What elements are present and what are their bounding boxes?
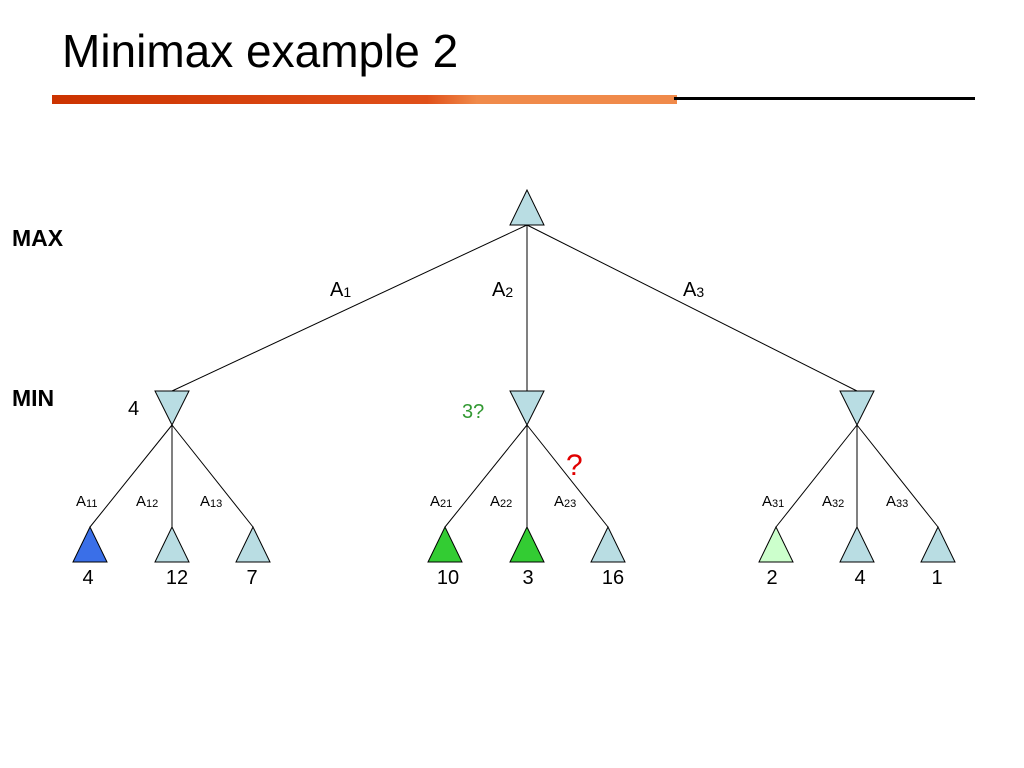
leaf-value-7: 2 [766, 567, 777, 589]
slide-title: Minimax example 2 [62, 25, 459, 77]
edge-root-min3 [526, 224, 858, 392]
max-node [509, 188, 545, 226]
edge-min3-leaf3 [856, 424, 939, 528]
move-label-a11: A11 [76, 493, 97, 510]
leaf-node-2 [154, 525, 190, 563]
edge-root-min1 [171, 224, 528, 392]
min-node-2-value: 3? [462, 401, 484, 423]
leaf-node-1 [72, 525, 108, 563]
leaf-node-8 [839, 525, 875, 563]
edge-min1-leaf1 [89, 424, 173, 528]
min-node-3 [839, 390, 875, 427]
leaf-value-3: 7 [246, 567, 257, 589]
move-label-a2: A2 [492, 279, 513, 301]
move-label-a3: A3 [683, 279, 704, 301]
min-node-1-value: 4 [128, 398, 139, 420]
leaf-node-5 [509, 525, 545, 563]
move-label-a31: A31 [762, 493, 784, 510]
title-rule-black [674, 97, 975, 100]
leaf-value-2: 12 [166, 567, 188, 589]
leaf-value-6: 16 [602, 567, 624, 589]
leaf-value-5: 3 [522, 567, 533, 589]
edge-min2-leaf3 [526, 424, 609, 528]
move-label-a32: A32 [822, 493, 844, 510]
min-node-2-question: ? [566, 449, 583, 482]
min-level-label: MIN [12, 385, 54, 411]
leaf-node-9 [920, 525, 956, 563]
leaf-node-3 [235, 525, 271, 563]
min-node-2 [509, 390, 545, 427]
leaf-node-6 [590, 525, 626, 563]
leaf-value-1: 4 [82, 567, 93, 589]
leaf-value-9: 1 [931, 567, 942, 589]
max-level-label: MAX [12, 225, 64, 251]
edge-min2-leaf1 [444, 424, 528, 528]
title-rule [52, 95, 975, 104]
edge-min1-leaf3 [171, 424, 254, 528]
leaf-node-4 [427, 525, 463, 563]
move-label-a13: A13 [200, 493, 222, 510]
leaf-move-labels: A11 A12 A13 A21 A22 A23 A31 A32 A33 [76, 493, 908, 510]
leaf-node-7 [758, 525, 794, 563]
leaf-value-4: 10 [437, 567, 459, 589]
min-node-1 [154, 390, 190, 427]
move-label-a21: A21 [430, 493, 452, 510]
move-label-a23: A23 [554, 493, 576, 510]
move-label-a22: A22 [490, 493, 512, 510]
edge-min3-leaf1 [775, 424, 858, 528]
move-label-a12: A12 [136, 493, 158, 510]
move-label-a33: A33 [886, 493, 908, 510]
leaf-values: 4 12 7 10 3 16 2 4 1 [82, 567, 942, 589]
leaf-value-8: 4 [854, 567, 865, 589]
title-rule-orange [52, 95, 677, 104]
move-label-a1: A1 [330, 279, 351, 301]
